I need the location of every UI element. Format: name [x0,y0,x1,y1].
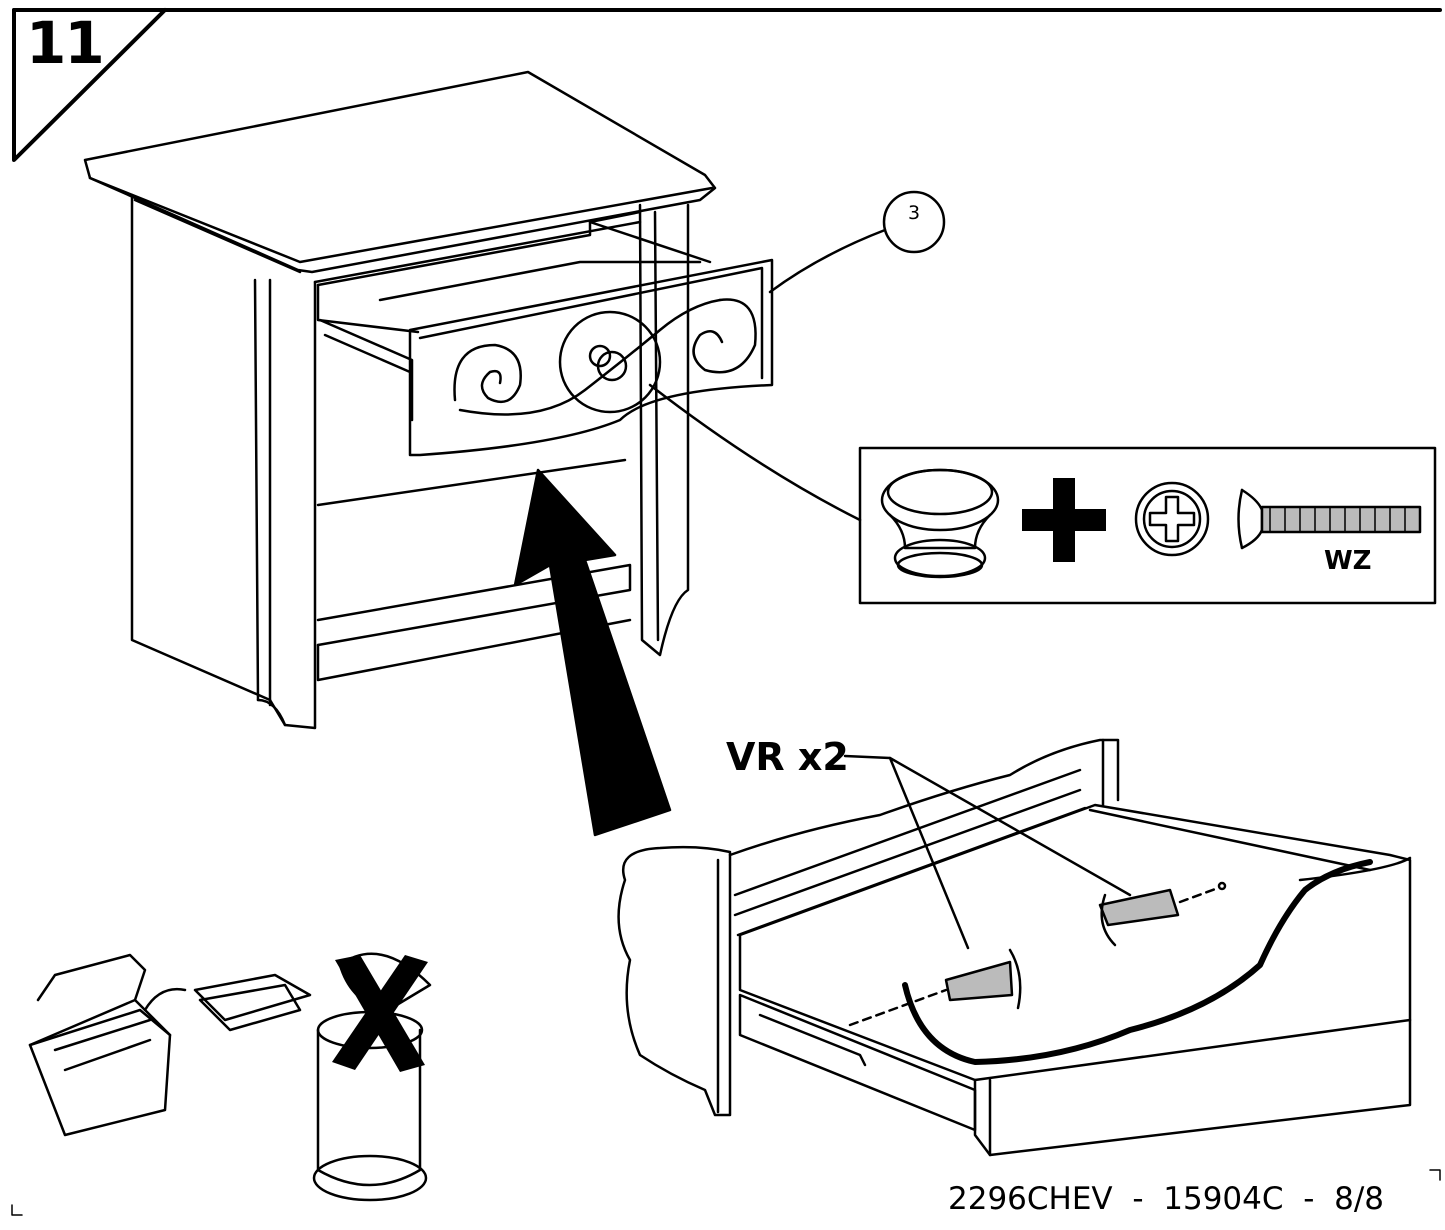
papers-icon [193,973,312,1032]
step-banner [12,8,1442,162]
parts-detail-box [858,446,1437,605]
vr-screw-icon [848,881,1227,1027]
insert-arrow-icon [513,468,672,837]
screw-icon [1237,488,1422,550]
cross-icon [332,955,428,1072]
corner-mark [11,1204,23,1216]
phillips-head-icon [1134,481,1210,557]
nightstand-illustration [83,70,946,730]
drawer-detail-illustration [617,738,1412,1157]
screw-code-label: WZ [1324,546,1372,576]
vr-screws-label: VR x2 [726,735,849,779]
document-code: 2296CHEV - 15904C - 8/8 [948,1181,1384,1217]
recycle-note-illustration [28,952,432,1202]
step-number: 11 [26,9,105,77]
callout-part-number: 3 [907,202,921,224]
corner-mark [1429,1169,1441,1181]
knob-icon [880,468,1000,579]
file-box-icon [28,953,172,1137]
curved-arrow-icon [143,987,187,1012]
plus-icon [1022,478,1106,562]
